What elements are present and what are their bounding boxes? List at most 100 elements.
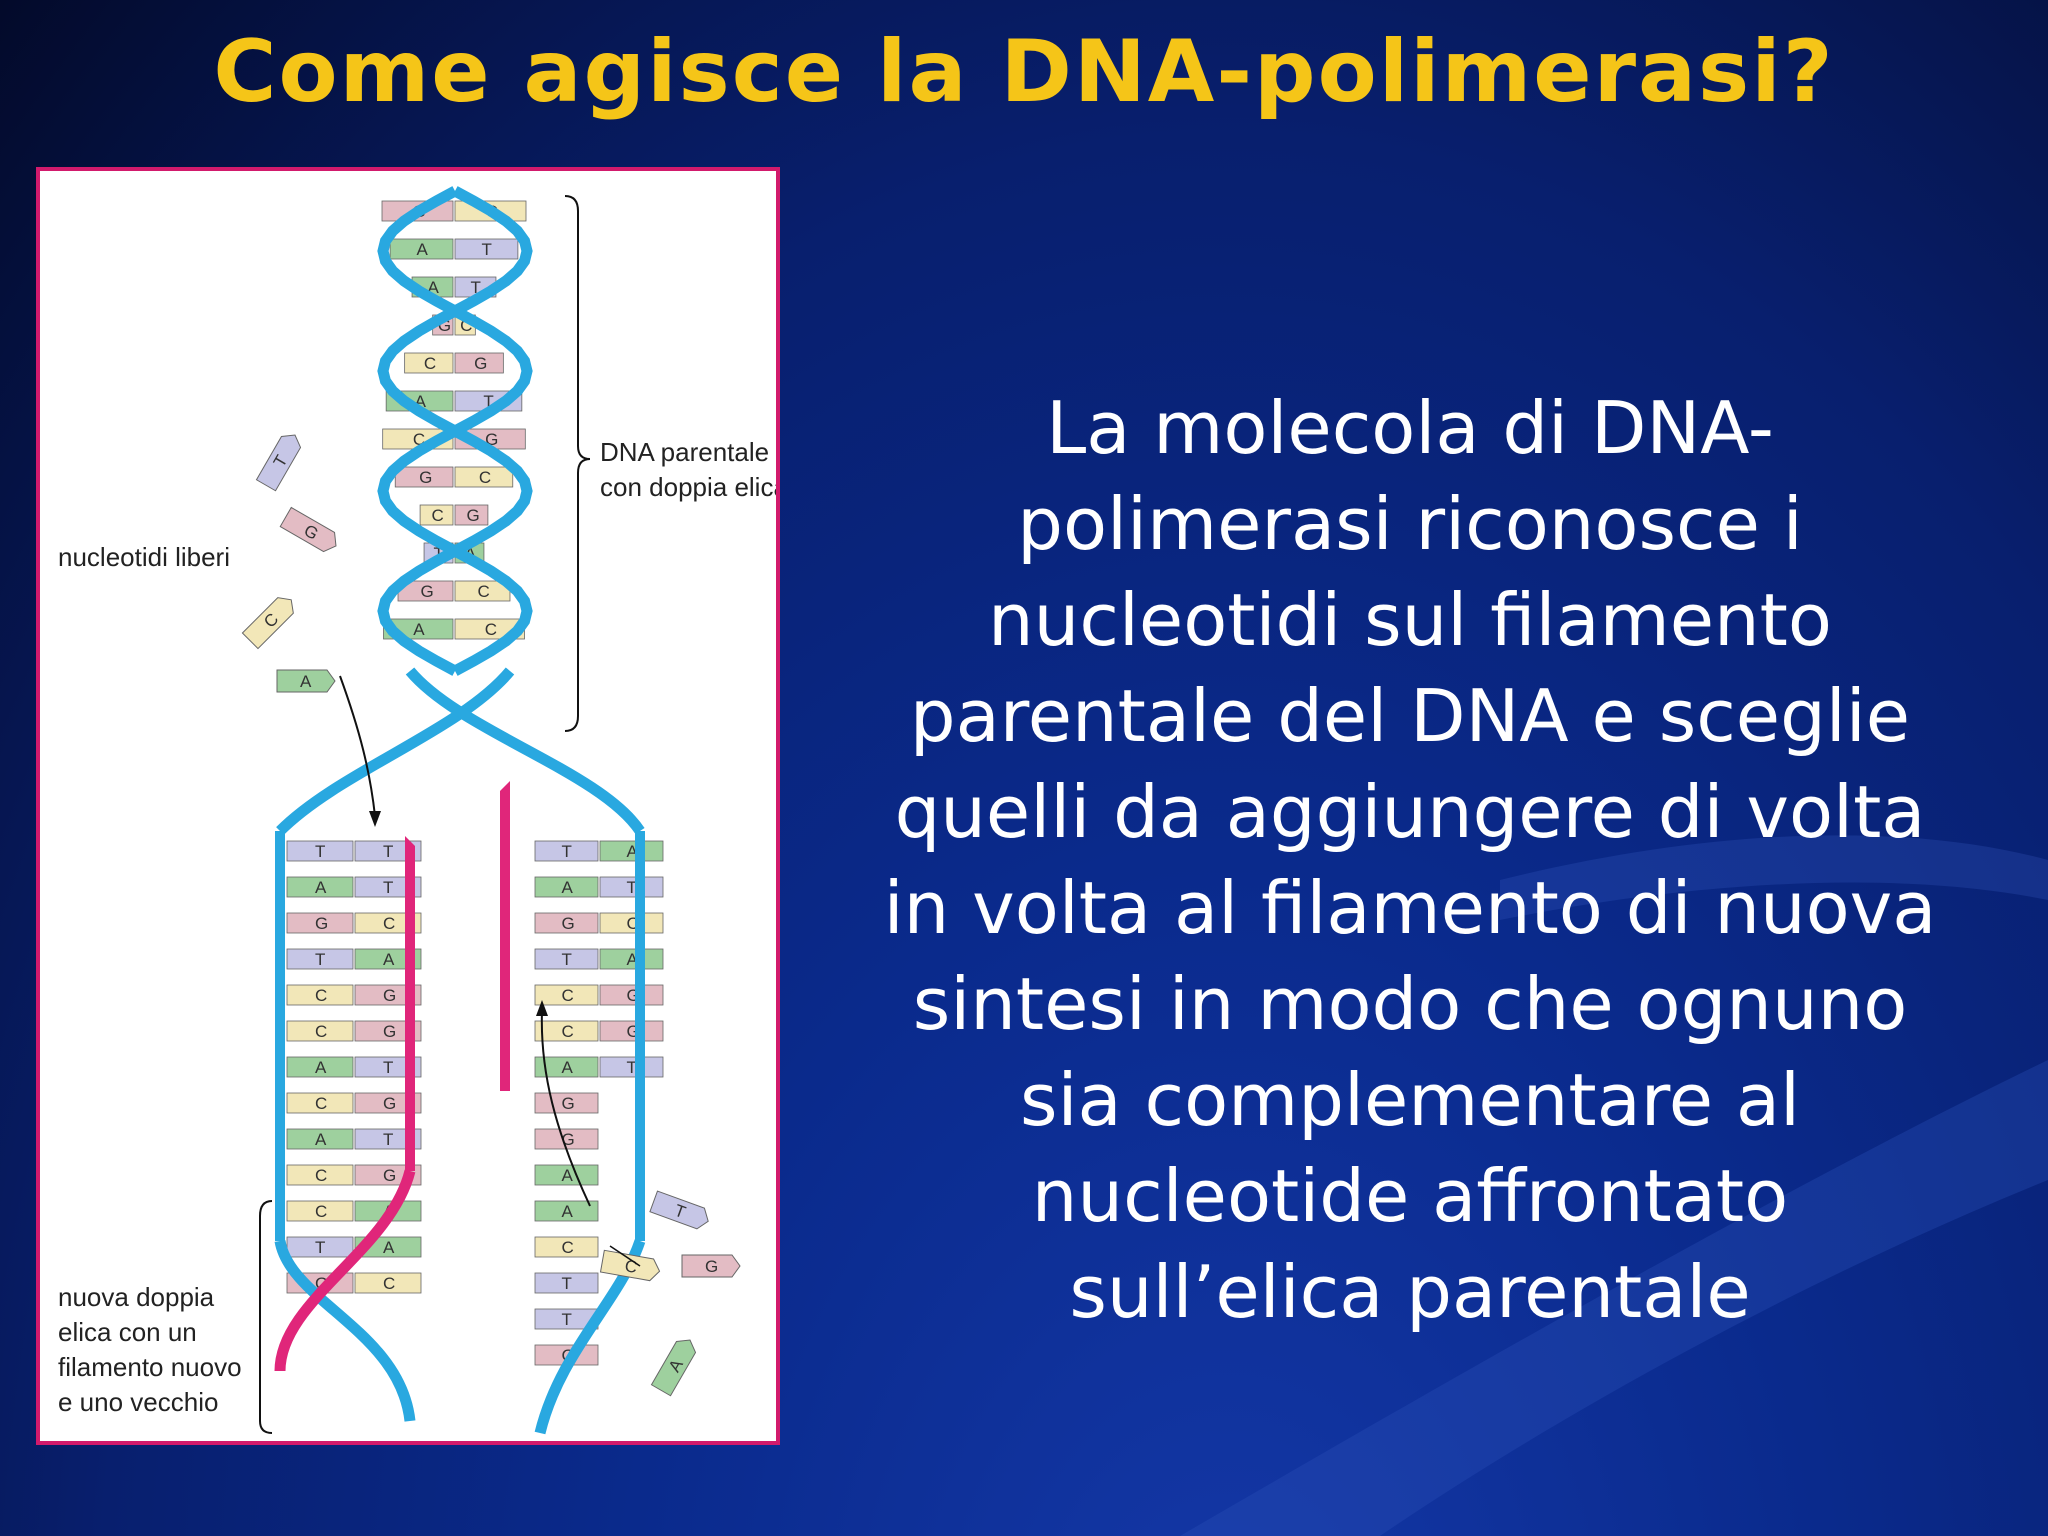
label-parental-line2: con doppia elica: [600, 472, 776, 502]
label-new-line3: filamento nuovo: [58, 1352, 242, 1382]
parental-base-10-a-letter: G: [421, 582, 434, 601]
parental-base-10-b-letter: C: [477, 582, 489, 601]
left-daughter-base-0-a-letter: T: [315, 842, 325, 861]
arrowhead-right: [536, 1000, 548, 1016]
label-new-line4: e uno vecchio: [58, 1387, 218, 1417]
pointer-line-c: [609, 1245, 641, 1267]
left-daughter-base-10-a: [286, 1200, 354, 1222]
free-nucleotide-letter-6: G: [705, 1257, 718, 1276]
left-daughter-base-0-a: [286, 840, 354, 862]
right-daughter-base-1-a: [534, 876, 599, 898]
left-daughter-base-4-a-letter: C: [315, 986, 327, 1005]
left-daughter-base-4-a: [286, 984, 354, 1006]
body-line: in volta al filamento di nuova: [883, 866, 1937, 950]
left-daughter-base-7-a: [286, 1092, 354, 1114]
left-daughter-base-3-b-letter: A: [383, 950, 395, 969]
right-daughter-base-4-b: [599, 984, 664, 1006]
slide-title: Come agisce la DNA-polimerasi?: [213, 22, 1835, 122]
parental-base-8-a-letter: C: [432, 506, 444, 525]
free-nucleotide-4: T: [649, 1190, 709, 1230]
left-daughter-base-8-a-letter: A: [315, 1130, 327, 1149]
parental-base-7-a: [394, 466, 454, 488]
left-daughter-base-6-b: [354, 1056, 422, 1078]
right-daughter-base-0-b: [599, 840, 664, 862]
free-nucleotide-7: A: [650, 1339, 697, 1397]
right-daughter-base-2-a-letter: G: [562, 914, 575, 933]
left-daughter-base-5-b-letter: G: [383, 1022, 396, 1041]
right-daughter-base-9-a-letter: A: [562, 1166, 574, 1185]
right-daughter-base-12-a: [534, 1272, 599, 1294]
free-nucleotide-2: C: [241, 597, 294, 650]
left-daughter-base-3-b: [354, 948, 422, 970]
left-new-strand-twist: [274, 1169, 416, 1372]
body-line: sull’elica parentale: [1069, 1250, 1751, 1334]
left-daughter-base-7-a-letter: C: [315, 1094, 327, 1113]
left-daughter-base-8-b-letter: T: [383, 1130, 393, 1149]
left-daughter-base-6-a: [286, 1056, 354, 1078]
label-parental-line1: DNA parentale: [600, 437, 769, 467]
parental-base-4-b-letter: G: [474, 354, 487, 373]
free-nucleotide-shape-6: [681, 1254, 741, 1278]
left-daughter-base-0-b: [354, 840, 422, 862]
parental-base-8-a: [419, 504, 454, 526]
right-daughter-base-6-a: [534, 1056, 599, 1078]
parental-base-1-b: [454, 238, 519, 260]
left-daughter-base-2-a-letter: G: [315, 914, 328, 933]
body-line: sia complementare al: [1019, 1058, 1801, 1142]
right-daughter-base-3-b: [599, 948, 664, 970]
right-daughter-base-4-a-letter: C: [562, 986, 574, 1005]
free-nucleotide-shape-1: [279, 506, 337, 553]
left-daughter-base-7-b: [354, 1092, 422, 1114]
right-daughter-base-7-a-letter: G: [562, 1094, 575, 1113]
free-nucleotide-letter-5: C: [623, 1256, 638, 1277]
left-daughter-base-0-b-letter: T: [383, 842, 393, 861]
right-daughter-base-1-b-letter: T: [627, 878, 637, 897]
right-daughter-base-0-a-letter: T: [562, 842, 572, 861]
left-old-strand-twist: [274, 1239, 416, 1422]
right-daughter-base-6-b-letter: T: [627, 1058, 637, 1077]
left-daughter-base-3-a-letter: T: [315, 950, 325, 969]
left-daughter-base-2-b-letter: C: [383, 914, 395, 933]
slide-body-text: La molecola di DNA- polimerasi riconosce…: [860, 380, 1960, 1340]
parental-base-5-b-letter: T: [483, 392, 493, 411]
right-daughter-base-4-a: [534, 984, 599, 1006]
right-daughter-base-9-a: [534, 1164, 599, 1186]
right-daughter-base-5-b: [599, 1020, 664, 1042]
left-daughter-base-11-b-letter: A: [383, 1238, 395, 1257]
parental-base-1-a-letter: A: [417, 240, 429, 259]
bracket-parental: [564, 195, 591, 732]
arrowhead-left: [369, 811, 381, 827]
right-daughter-base-13-a-letter: T: [562, 1310, 572, 1329]
insertion-arrow-left: [339, 675, 376, 817]
right-daughter-base-3-a-letter: T: [562, 950, 572, 969]
parental-strand-2: [377, 186, 533, 676]
free-nucleotide-shape-7: [650, 1339, 697, 1397]
right-daughter-base-12-a-letter: T: [562, 1274, 572, 1293]
fork-right-strand: [405, 667, 645, 835]
right-daughter-base-1-a-letter: A: [562, 878, 574, 897]
free-nucleotide-shape-5: [599, 1249, 661, 1282]
insertion-arrow-right: [540, 1010, 591, 1207]
body-line: polimerasi riconosce i: [1017, 482, 1803, 566]
free-nucleotide-0: T: [255, 434, 302, 492]
free-nucleotide-shape-3: [276, 669, 336, 693]
left-daughter-base-1-a: [286, 876, 354, 898]
label-new-line1: nuova doppia: [58, 1282, 215, 1312]
free-nucleotide-3: A: [276, 669, 336, 693]
parental-base-1-a: [389, 238, 454, 260]
left-daughter-base-5-a-letter: C: [315, 1022, 327, 1041]
left-daughter-base-9-b-letter: G: [383, 1166, 396, 1185]
free-nucleotide-shape-2: [241, 597, 294, 650]
free-nucleotide-shape-0: [255, 434, 302, 492]
left-daughter-base-11-a-letter: T: [315, 1238, 325, 1257]
right-daughter-base-10-a-letter: A: [562, 1202, 574, 1221]
left-daughter-base-4-b: [354, 984, 422, 1006]
left-daughter-base-12-b: [354, 1272, 422, 1294]
left-daughter-base-2-b: [354, 912, 422, 934]
body-line: nucleotidi sul filamento: [988, 578, 1832, 662]
free-nucleotide-shape-4: [649, 1190, 709, 1230]
left-daughter-base-6-b-letter: T: [383, 1058, 393, 1077]
